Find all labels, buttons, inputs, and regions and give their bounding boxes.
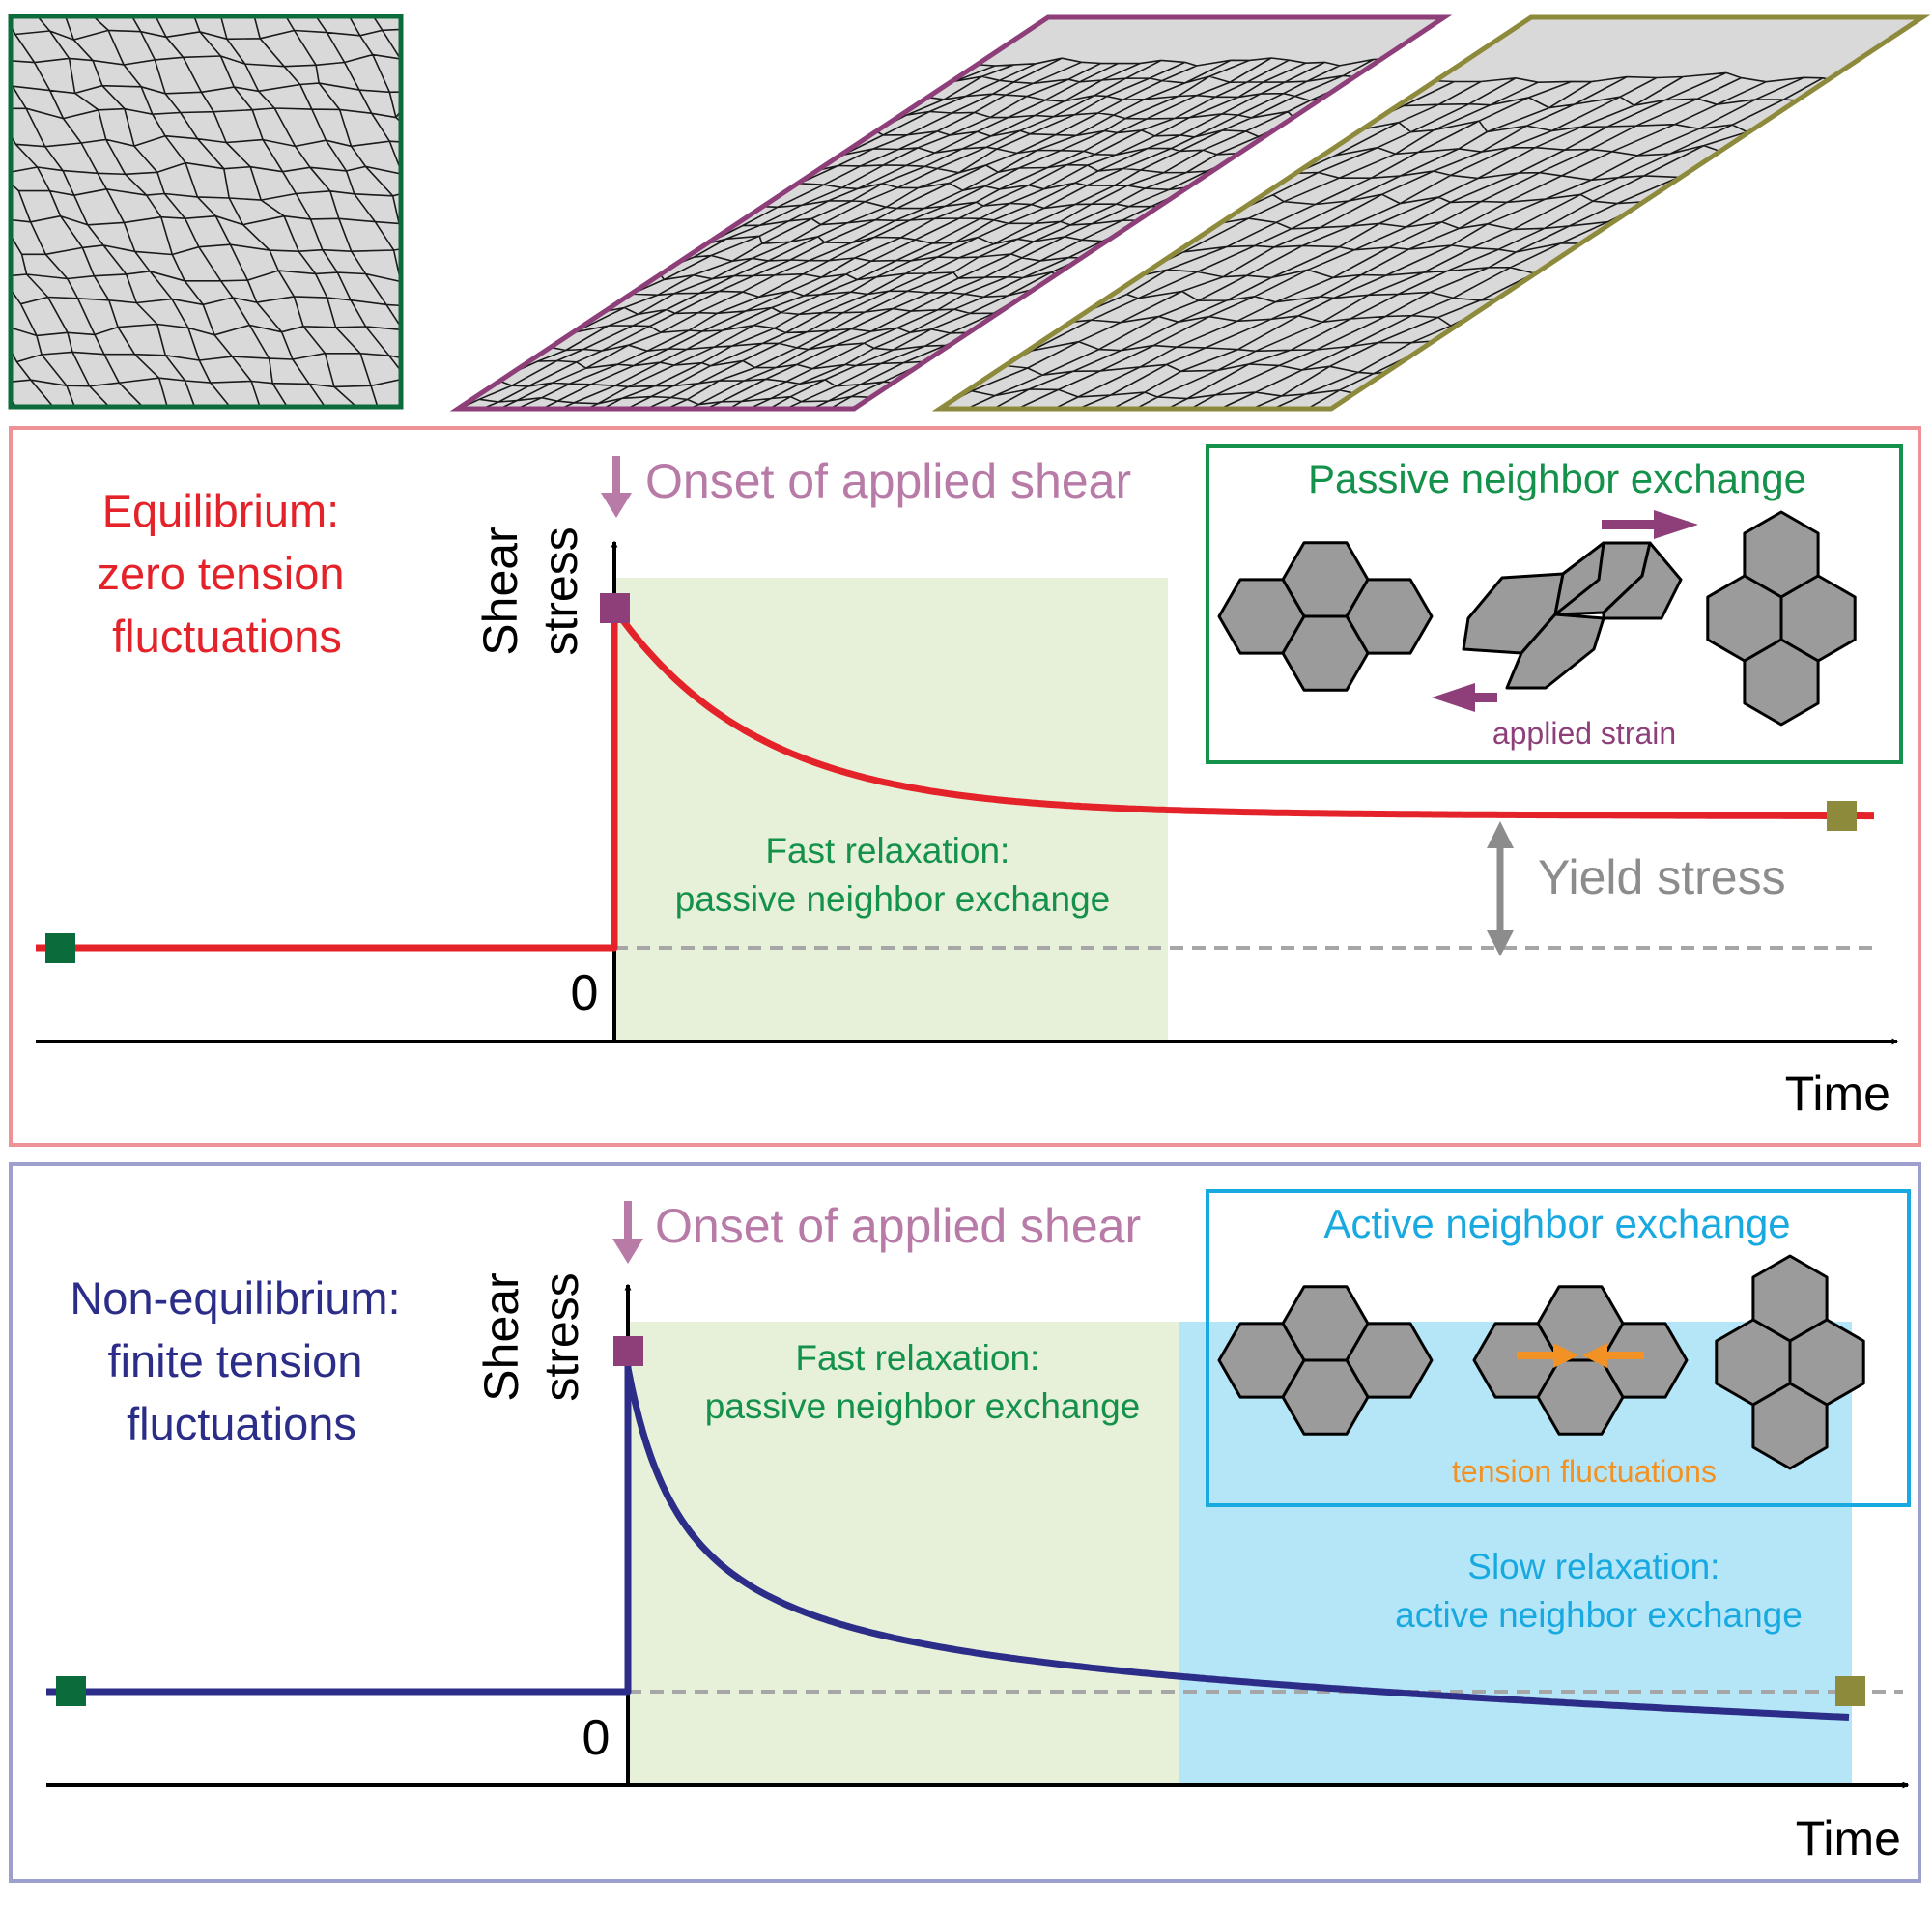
cell-cluster-during	[1462, 541, 1683, 690]
stress-curve-nonequilibrium	[46, 1349, 1850, 1721]
applied-strain-label: applied strain	[1492, 716, 1676, 751]
y-axis-label: Shear stress	[473, 527, 587, 655]
active-inset-title: Active neighbor exchange	[1323, 1201, 1790, 1246]
cell-cluster-during	[1472, 1285, 1689, 1436]
fast-relaxation-region	[628, 1322, 1179, 1783]
panel-nonequilibrium: Non-equilibrium: finite tension fluctuat…	[9, 1162, 1921, 1883]
cell-cluster-before	[1217, 541, 1434, 692]
fast-relaxation-label: Fast relaxation: passive neighbor exchan…	[705, 1338, 1141, 1426]
cell-cluster-before	[1217, 1285, 1434, 1436]
onset-arrow-icon	[612, 1239, 643, 1264]
y-zero-label: 0	[582, 1710, 611, 1766]
cell-cluster-after	[1715, 1254, 1865, 1470]
fast-relaxation-label: Fast relaxation: passive neighbor exchan…	[675, 831, 1111, 919]
marker-initial-state	[45, 933, 75, 963]
marker-sheared-state	[613, 1336, 643, 1366]
equilibrium-title: Equilibrium: zero tension fluctuations	[97, 485, 356, 662]
active-inset-frame	[1206, 1189, 1911, 1507]
x-axis-label: Time	[1796, 1811, 1901, 1866]
tension-arrow-right-icon	[1582, 1343, 1607, 1368]
tissue-initial	[8, 14, 404, 410]
svg-text:Shear: Shear	[473, 527, 527, 655]
cell-cluster-after	[1706, 510, 1857, 727]
stress-curve-equilibrium	[36, 605, 1874, 952]
strain-arrow-right-icon	[1654, 510, 1698, 539]
tissue-initial-cells	[11, 16, 401, 407]
strain-arrow-left-icon	[1432, 683, 1475, 712]
svg-text:Shear: Shear	[474, 1272, 528, 1401]
slow-relaxation-label: Slow relaxation: active neighbor exchang…	[1395, 1547, 1803, 1635]
marker-initial-state	[56, 1676, 86, 1706]
yield-arrow-down-icon	[1487, 930, 1514, 956]
tissue-initial-fill	[11, 16, 401, 407]
tissue-sheared-frame	[449, 14, 1453, 412]
panel-nonequilibrium-frame	[9, 1162, 1921, 1883]
svg-text:stress: stress	[534, 1272, 588, 1401]
tension-fluctuations-label: tension fluctuations	[1452, 1454, 1717, 1489]
x-axis-label: Time	[1785, 1067, 1890, 1121]
marker-sheared-state	[600, 593, 630, 623]
onset-label: Onset of applied shear	[645, 454, 1131, 508]
tissue-sheared-fill	[458, 17, 1444, 409]
y-zero-label: 0	[571, 965, 599, 1021]
passive-exchange-inset: Passive neighbor exchange applied strain	[1206, 444, 1903, 764]
marker-relaxed-state	[1835, 1676, 1865, 1706]
tension-arrow-left-icon	[1553, 1343, 1578, 1368]
svg-text:stress: stress	[533, 527, 587, 655]
y-axis-label: Shear stress	[474, 1272, 588, 1401]
tissue-initial-frame	[8, 14, 404, 410]
panel-equilibrium: Equilibrium: zero tension fluctuations O…	[9, 426, 1921, 1147]
yield-stress-label: Yield stress	[1538, 850, 1786, 904]
marker-relaxed-state	[1827, 801, 1857, 831]
active-exchange-inset: Active neighbor exchange tension fluctua…	[1206, 1189, 1911, 1507]
tissue-relaxed-frame	[931, 14, 1931, 412]
yield-arrow-up-icon	[1487, 821, 1514, 848]
passive-inset-title: Passive neighbor exchange	[1308, 456, 1806, 501]
onset-label: Onset of applied shear	[655, 1199, 1141, 1253]
nonequilibrium-title: Non-equilibrium: finite tension fluctuat…	[70, 1272, 412, 1449]
onset-arrow-icon	[601, 493, 632, 518]
panel-equilibrium-frame	[9, 426, 1921, 1147]
